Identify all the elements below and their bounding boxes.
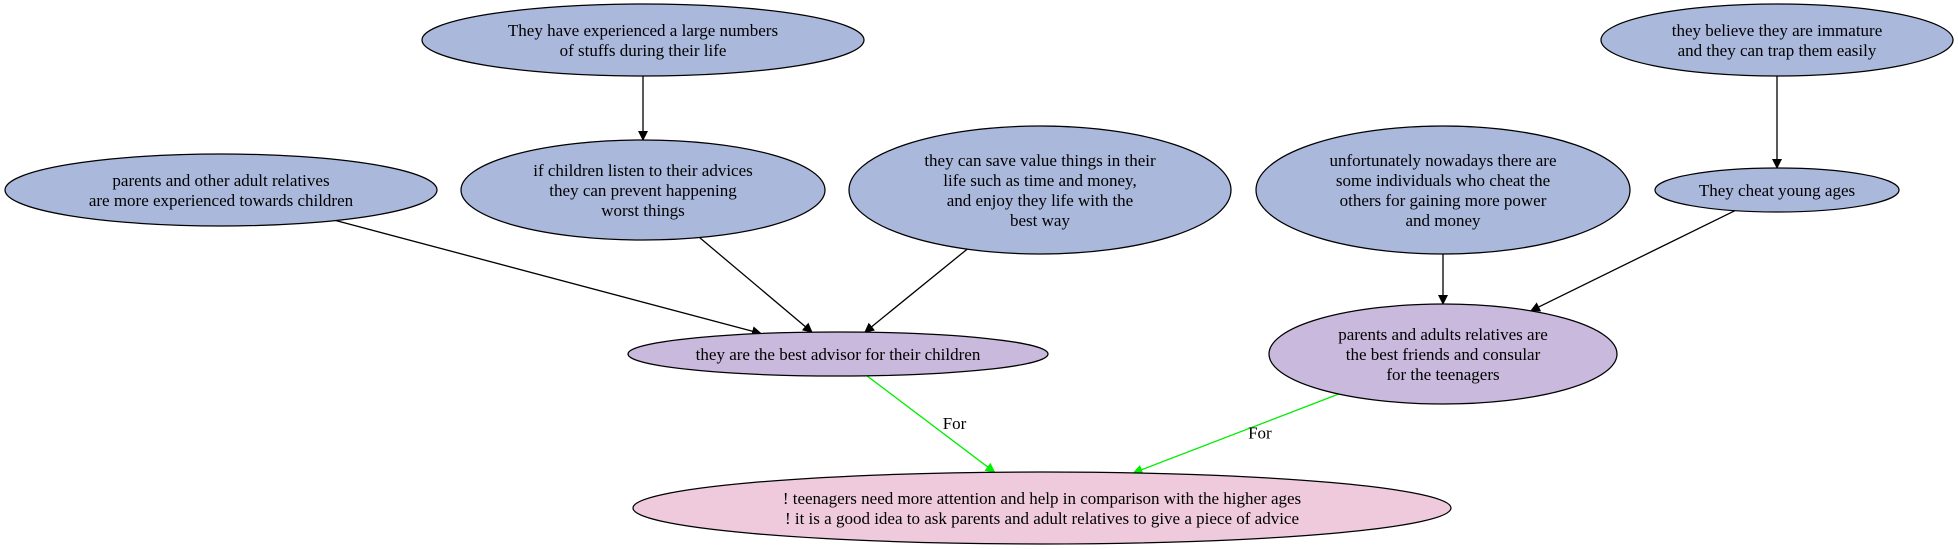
edge-listen-advices-to-best-advisor: [699, 237, 813, 333]
node-experienced-stuffs: They have experienced a large numbersof …: [421, 3, 865, 77]
node-text-line: of stuffs during their life: [560, 41, 727, 60]
node-text-line: and they can trap them easily: [1678, 41, 1877, 60]
node-text-line: are more experienced towards children: [89, 191, 354, 210]
node-text-line: parents and other adult relatives: [112, 171, 329, 190]
node-text-line: they can prevent happening: [549, 181, 737, 200]
node-text-line: they can save value things in their: [924, 151, 1156, 170]
node-text-line: if children listen to their advices: [533, 161, 753, 180]
edge-line: [864, 248, 968, 333]
edge-label-for: For: [943, 414, 967, 433]
premise-ellipse: [1600, 3, 1954, 77]
node-text-line: for the teenagers: [1386, 365, 1499, 384]
node-text-line: they are the best advisor for their chil…: [696, 345, 981, 364]
edge-line: [699, 237, 813, 333]
node-text-line: the best friends and consular: [1346, 345, 1541, 364]
node-cheat-young: They cheat young ages: [1654, 167, 1900, 213]
edge-more-experienced-to-best-advisor: [335, 219, 762, 337]
node-text-line: worst things: [601, 201, 685, 220]
premise-ellipse: [460, 139, 826, 241]
premise-ellipse: [1654, 167, 1900, 213]
node-text-line: others for gaining more power: [1340, 191, 1547, 210]
node-text-line: ! it is a good idea to ask parents and a…: [785, 509, 1299, 528]
edge-best-friends-to-conclusion: For: [1132, 393, 1340, 475]
node-conclusion: ! teenagers need more attention and help…: [632, 471, 1452, 545]
premise-ellipse: [1255, 125, 1631, 255]
node-text-line: ! teenagers need more attention and help…: [783, 489, 1301, 508]
node-save-value: they can save value things in theirlife …: [848, 125, 1232, 255]
node-text-line: They cheat young ages: [1699, 181, 1855, 200]
node-text-line: some individuals who cheat the: [1336, 171, 1550, 190]
edge-line: [1132, 393, 1340, 475]
edge-line: [866, 375, 996, 473]
node-best-advisor: they are the best advisor for their chil…: [627, 331, 1049, 377]
node-text-line: parents and adults relatives are: [1338, 325, 1548, 344]
claim-ellipse: [627, 331, 1049, 377]
premise-ellipse: [848, 125, 1232, 255]
nodes-layer: They have experienced a large numbersof …: [4, 3, 1954, 545]
node-text-line: and enjoy they life with the: [947, 191, 1133, 210]
node-text-line: They have experienced a large numbers: [508, 21, 778, 40]
conclusion-ellipse: [632, 471, 1452, 545]
edge-cheat-young-to-best-friends: [1530, 210, 1736, 312]
premise-ellipse: [421, 3, 865, 77]
edge-best-advisor-to-conclusion: For: [866, 375, 996, 473]
premise-ellipse: [4, 153, 438, 227]
edge-line: [335, 219, 762, 337]
node-listen-advices: if children listen to their advicesthey …: [460, 139, 826, 241]
node-text-line: life such as time and money,: [943, 171, 1136, 190]
edge-line: [1530, 210, 1736, 312]
node-text-line: they believe they are immature: [1672, 21, 1883, 40]
node-text-line: and money: [1405, 211, 1481, 230]
node-text-line: best way: [1010, 211, 1070, 230]
claim-ellipse: [1268, 303, 1618, 405]
node-text-line: unfortunately nowadays there are: [1329, 151, 1556, 170]
edge-save-value-to-best-advisor: [864, 248, 968, 333]
edge-label-for: For: [1248, 424, 1272, 443]
